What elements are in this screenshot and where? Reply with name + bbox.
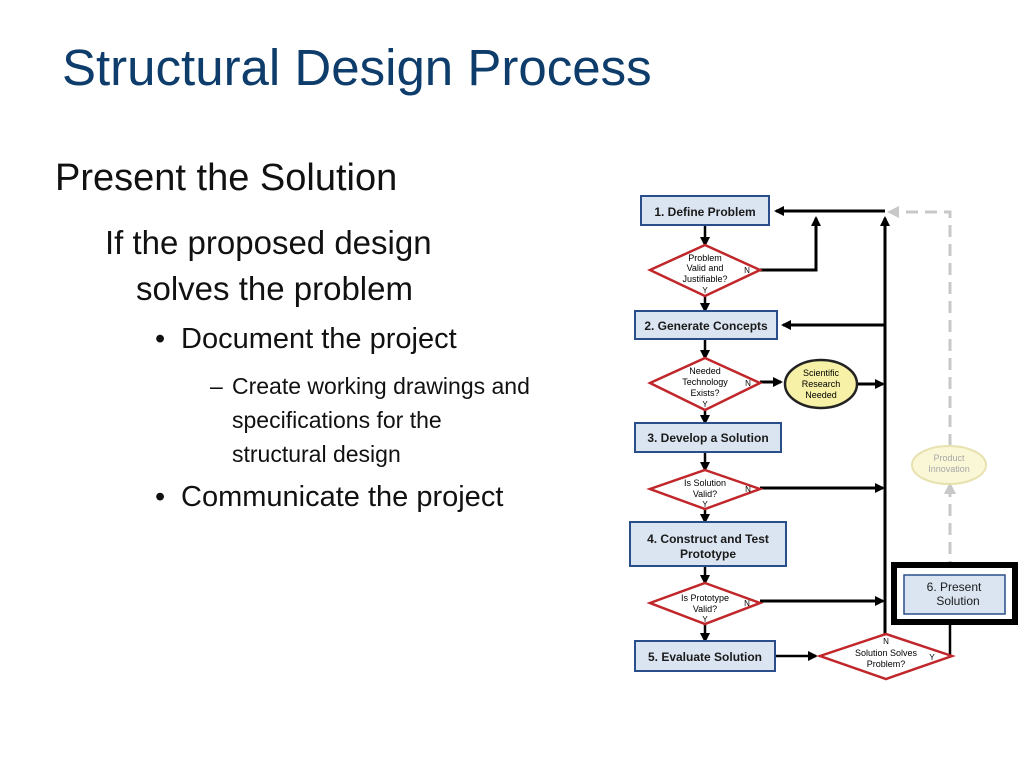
innovation-text-1: Product [933,453,965,463]
step-evaluate-solution-label: 5. Evaluate Solution [648,650,762,664]
d4-text-2: Valid? [693,604,717,614]
innovation-text-2: Innovation [928,464,970,474]
step-generate-concepts: 2. Generate Concepts [634,310,778,340]
d5-text-1: Solution Solves [855,648,918,658]
step-present-solution: 6. Present Solution [891,562,1018,625]
d3-text-2: Valid? [693,489,717,499]
step-present-label-1: 6. Present [927,580,982,594]
feedback-arrows [760,206,890,660]
bullet-document-text: Document the project [181,323,457,355]
sub-bullet-dash: – [210,369,232,403]
research-needed-bubble: Scientific Research Needed [783,358,859,410]
d2-text-1: Needed [689,366,721,376]
step-define-problem-label: 1. Define Problem [654,205,755,219]
d1-text-3: Justifiable? [682,274,727,284]
step-construct-test: 4. Construct and Test Prototype [629,521,787,567]
step-develop-solution-label: 3. Develop a Solution [647,431,768,445]
decision-technology-exists: Needed Technology Exists? Y N [647,356,763,412]
bullet-dot: • [155,323,166,355]
sub-heading-line1: If the proposed design [105,224,432,261]
heading-present-solution: Present the Solution [55,157,398,199]
d2-text-2: Technology [682,377,728,387]
sub-heading-line2: solves the problem [136,270,413,307]
d1-text-1: Problem [688,253,722,263]
d4-no: N [744,599,750,608]
bullet-dot: • [155,481,166,513]
step-generate-concepts-label: 2. Generate Concepts [644,319,768,333]
d2-text-3: Exists? [690,388,719,398]
d5-yes: Y [929,653,935,662]
d3-yes: Y [702,500,708,509]
arrow-d1-no-up [760,216,821,272]
step-present-label-2: Solution [936,594,979,608]
step-evaluate-solution: 5. Evaluate Solution [634,640,776,672]
decision-prototype-valid: Is Prototype Valid? Y N [646,581,764,626]
d5-text-2: Problem? [867,659,906,669]
slide-title: Structural Design Process [62,39,652,96]
sub-bullet-line1: Create working drawings and [232,373,530,399]
d3-text-1: Is Solution [684,478,726,488]
d2-yes: Y [702,400,708,409]
d5-no: N [883,637,889,646]
research-text-1: Scientific [803,368,840,378]
d1-text-2: Valid and [687,263,724,273]
dashed-arrow-to-define [887,206,952,446]
step-define-problem: 1. Define Problem [640,195,770,226]
research-text-2: Research [802,379,841,389]
product-innovation-bubble: Product Innovation [911,445,987,485]
research-text-3: Needed [805,390,837,400]
sub-bullet-line2: specifications for the [232,407,442,433]
d4-text-1: Is Prototype [681,593,729,603]
bullet-communicate-text: Communicate the project [181,481,504,513]
d4-yes: Y [702,615,708,624]
sub-heading: If the proposed design solves the proble… [105,220,432,312]
sub-bullet-drawings: Create working drawings and specificatio… [232,369,592,471]
dash-char: – [210,373,223,399]
d1-yes: Y [702,286,708,295]
step-construct-label-2: Prototype [680,547,736,561]
decision-solution-solves: N Solution Solves Problem? Y [816,632,956,681]
decision-solution-valid: Is Solution Valid? Y N [646,468,764,511]
decision-problem-valid: Problem Valid and Justifiable? Y N [647,243,763,298]
step-develop-solution: 3. Develop a Solution [634,422,782,453]
d1-no: N [744,266,750,275]
bullet-document: • Document the project [155,323,457,356]
step-construct-label-1: 4. Construct and Test [647,532,769,546]
sub-bullet-line3: structural design [232,441,401,467]
d2-no: N [745,379,751,388]
d3-no: N [745,485,751,494]
innovation-loop [887,206,956,573]
bullet-communicate: • Communicate the project [155,481,503,514]
